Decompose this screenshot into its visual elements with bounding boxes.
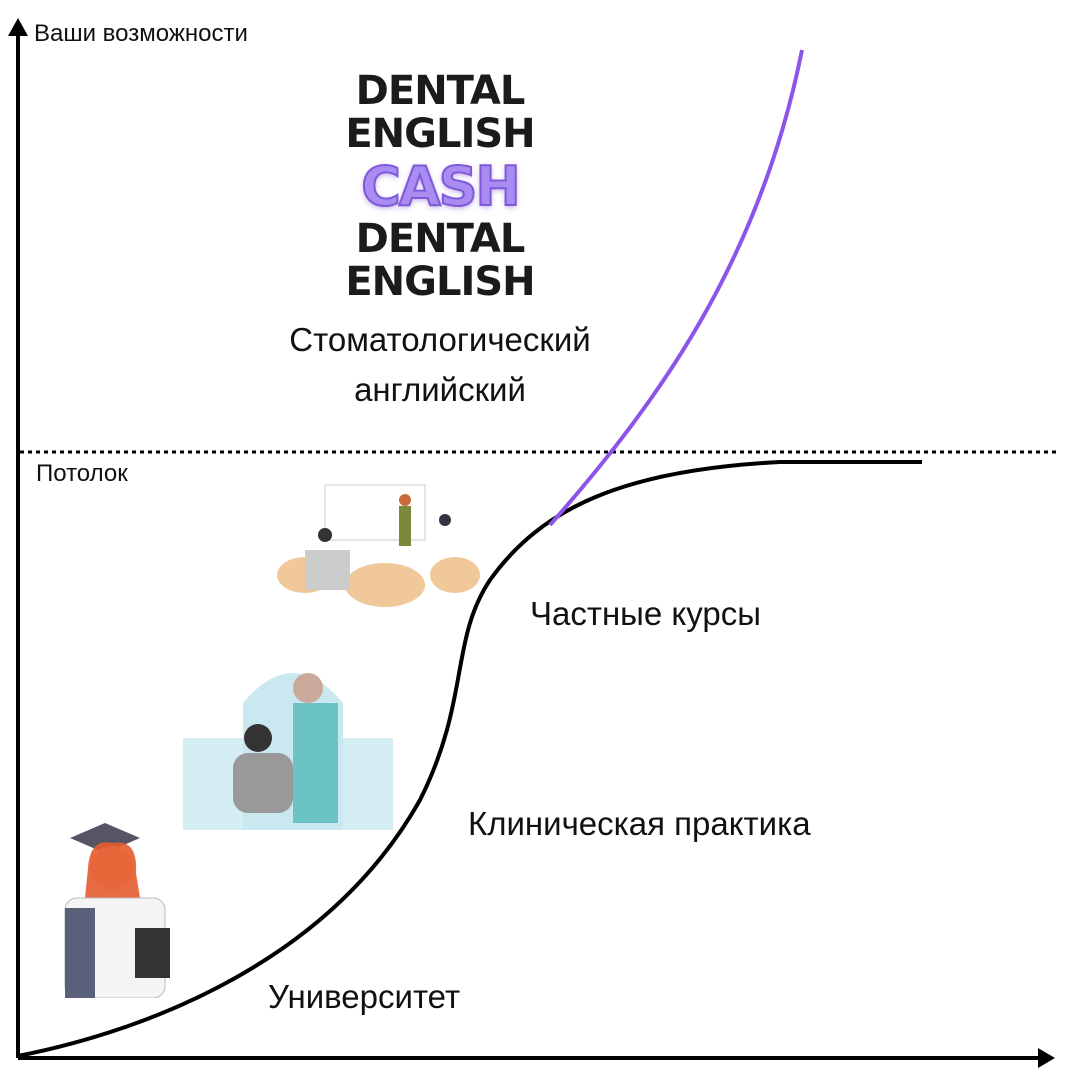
dentist-illustration (183, 673, 393, 830)
y-axis-label: Ваши возможности (34, 20, 248, 47)
stage-clinical-practice: Клиническая практика (468, 805, 811, 842)
stage-dental-english: Стоматологический английский (289, 321, 591, 408)
classroom-illustration (277, 484, 480, 607)
logo-line-1: DENTAL (355, 68, 526, 114)
growth-curve (548, 49, 804, 527)
stage-private-courses: Частные курсы (530, 595, 761, 632)
logo-line-3: DENTAL (355, 216, 526, 262)
logo-line-2: ENGLISH (345, 111, 535, 157)
career-curve (17, 460, 922, 1058)
stage-university: Университет (268, 978, 461, 1015)
x-axis-arrow (1038, 1048, 1055, 1068)
logo-cash: CASH (360, 155, 522, 219)
dental-english-cash-logo: DENTAL ENGLISH CASH DENTAL ENGLISH (290, 70, 590, 304)
ceiling-label: Потолок (36, 460, 128, 487)
student-doctor-illustration (64, 823, 170, 998)
y-axis-arrow (8, 18, 28, 36)
logo-line-4: ENGLISH (345, 259, 535, 305)
